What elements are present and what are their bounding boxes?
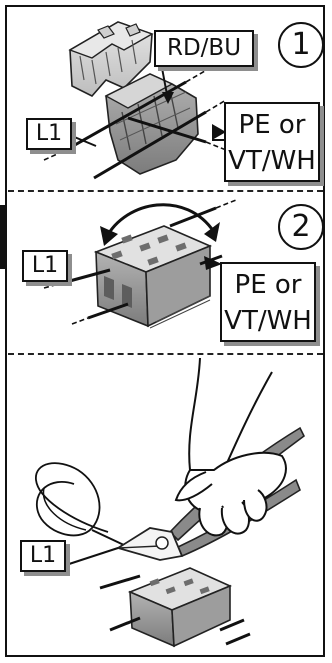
- pe-label-line2: VT/WH: [222, 303, 314, 339]
- step-divider-2: [8, 353, 323, 355]
- wire-coil-icon: [36, 463, 126, 546]
- step3-l1-pointer: [66, 548, 118, 565]
- wire-label-l1-step3: L1: [20, 540, 66, 572]
- wire-label-l1-step2: L1: [22, 250, 68, 282]
- step-2-number: 2: [278, 204, 324, 250]
- pe-label-line1: PE or: [222, 267, 314, 303]
- wire-label-pe-step2: PE or VT/WH: [220, 262, 316, 342]
- step2-closed-connector-icon: [44, 200, 236, 328]
- step3-connector-icon: [100, 568, 250, 646]
- pe-label-line1: PE or: [226, 107, 318, 143]
- pe-label-line2: VT/WH: [226, 143, 318, 179]
- wire-label-rdbu: RD/BU: [154, 30, 254, 67]
- wire-label-pe-step1: PE or VT/WH: [224, 102, 320, 182]
- step-1-number: 1: [278, 22, 324, 68]
- wire-label-l1-step1: L1: [26, 118, 72, 150]
- step-divider-1: [8, 190, 323, 192]
